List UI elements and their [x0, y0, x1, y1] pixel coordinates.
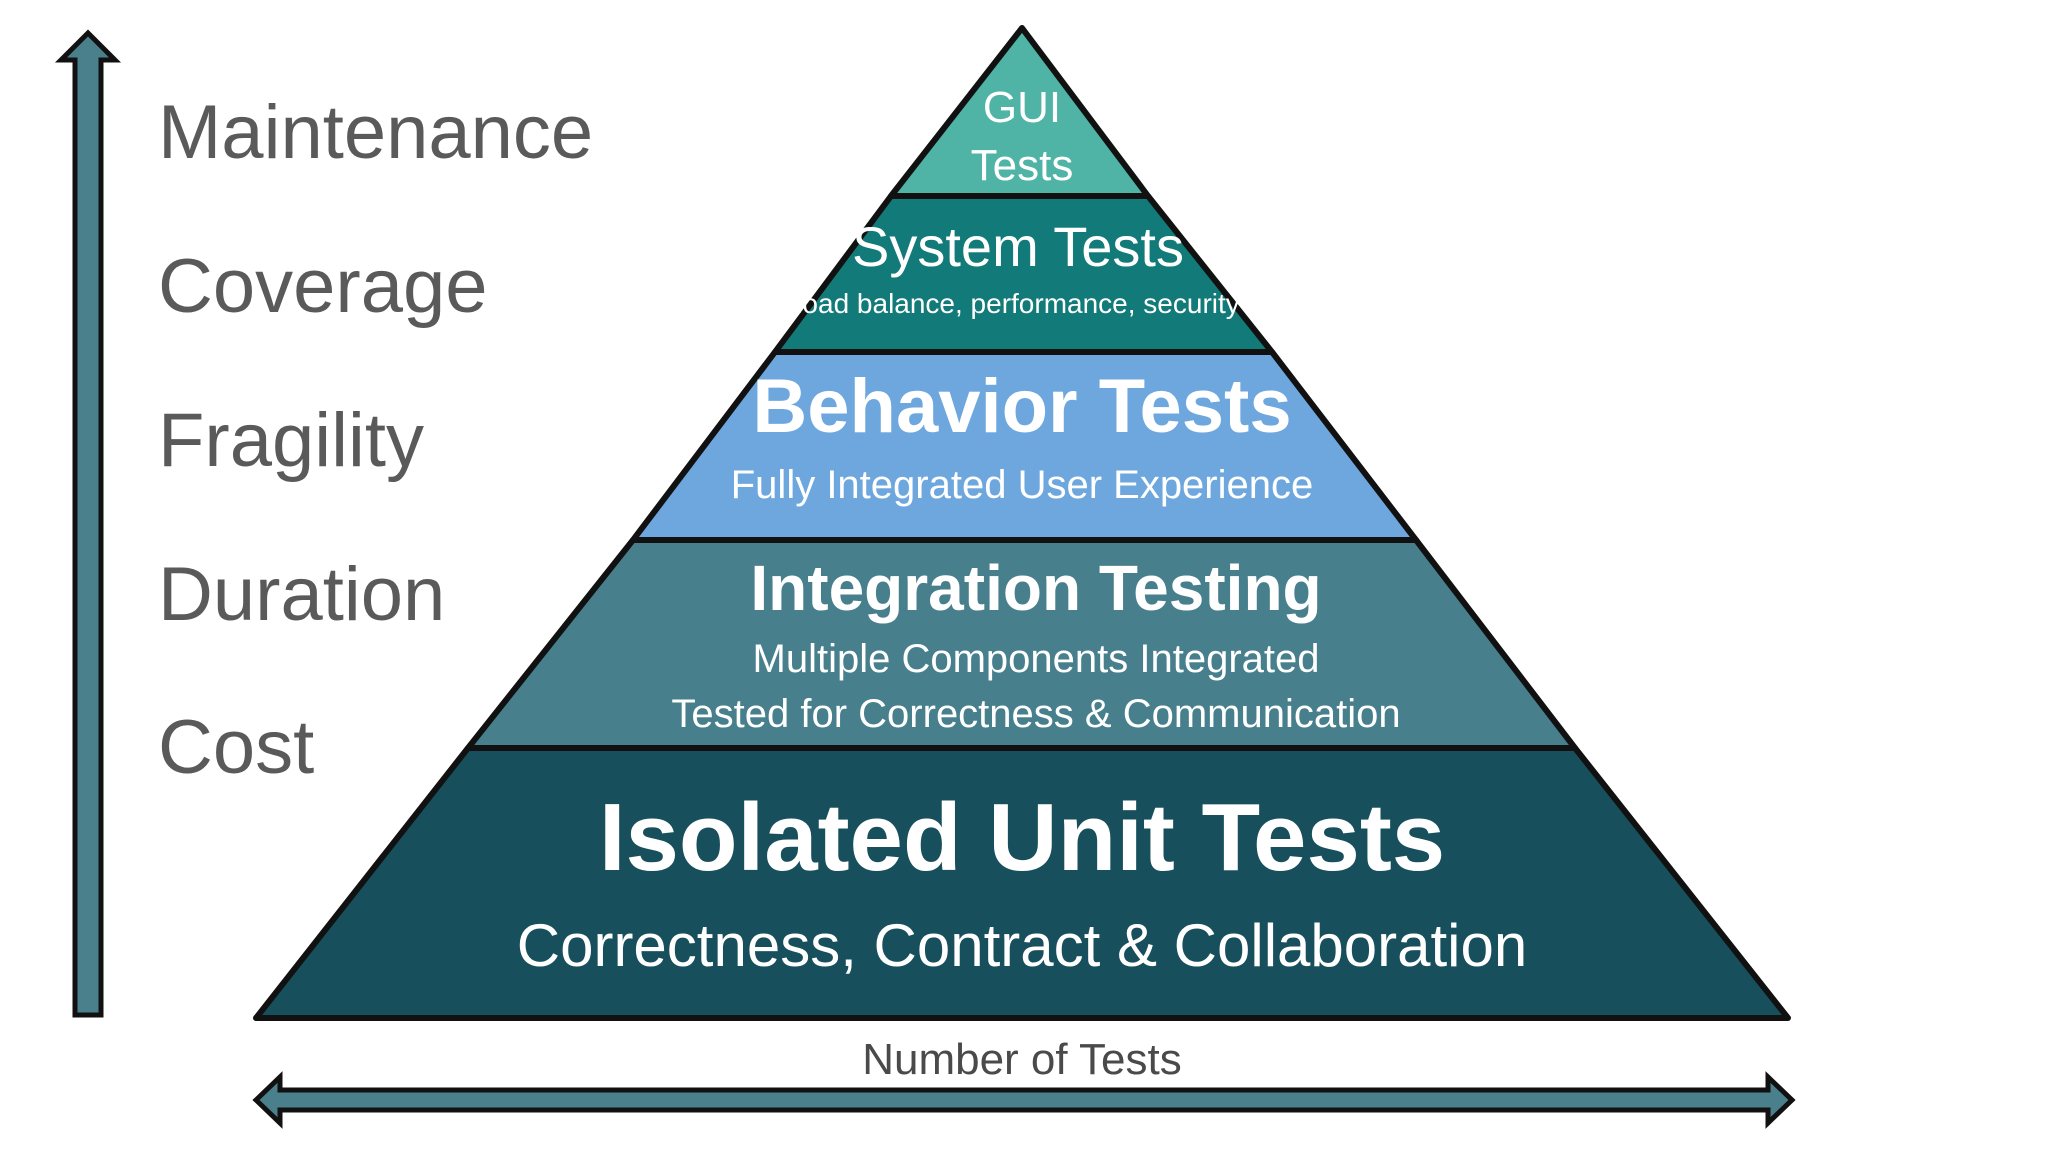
vertical-up-arrow	[54, 29, 122, 1018]
side-label-maintenance: Maintenance	[158, 90, 593, 175]
horizontal-double-arrow	[252, 1071, 1796, 1129]
tier-gui	[888, 25, 1151, 199]
gui-tests-title-line2: Tests	[971, 141, 1074, 190]
integration-testing-subtitle-line1: Multiple Components Integrated	[753, 637, 1320, 681]
side-label-duration: Duration	[158, 552, 445, 637]
system-tests-title: System Tests	[852, 215, 1184, 278]
unit-tests-title: Isolated Unit Tests	[599, 784, 1445, 891]
unit-tests-subtitle: Correctness, Contract & Collaboration	[517, 912, 1527, 979]
system-tests-subtitle: load balance, performance, security	[796, 288, 1240, 319]
side-label-fragility: Fragility	[158, 398, 424, 483]
integration-testing-title: Integration Testing	[750, 552, 1321, 624]
side-label-coverage: Coverage	[158, 244, 488, 329]
side-label-cost: Cost	[158, 705, 314, 790]
behavior-tests-subtitle: Fully Integrated User Experience	[731, 463, 1314, 507]
gui-tests-title-line1: GUI	[983, 83, 1061, 132]
integration-testing-subtitle-line2: Tested for Correctness & Communication	[671, 692, 1400, 736]
x-axis-label: Number of Tests	[862, 1035, 1182, 1084]
behavior-tests-title: Behavior Tests	[752, 364, 1291, 449]
